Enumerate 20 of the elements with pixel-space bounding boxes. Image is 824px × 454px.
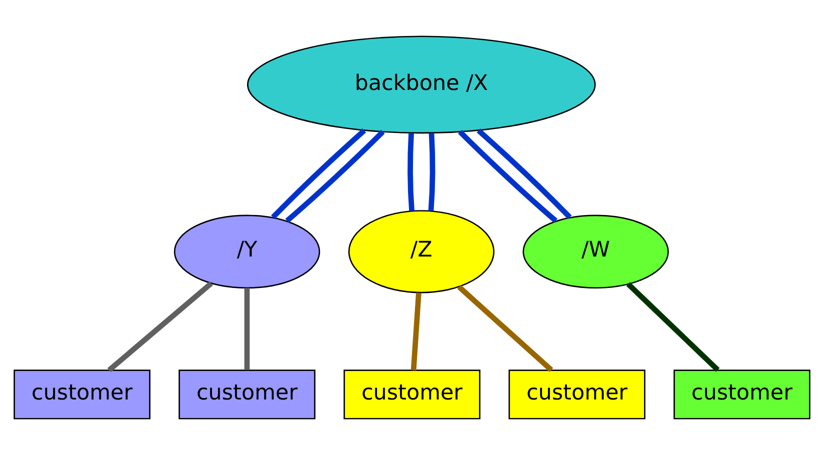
connector [244, 288, 250, 370]
node-box: customer [344, 369, 480, 419]
node-ellipse: /Z [348, 210, 494, 293]
node-box: customer [178, 369, 316, 419]
connector [626, 282, 720, 372]
connector [458, 129, 558, 222]
connector [457, 284, 554, 372]
connector [285, 129, 385, 222]
connector [271, 128, 366, 219]
connector [428, 132, 436, 211]
node-box: customer [508, 369, 646, 419]
node-ellipse: backbone /X [247, 35, 596, 134]
node-ellipse: /Y [174, 214, 320, 288]
connector [107, 280, 213, 372]
node-box: customer [14, 369, 150, 419]
connector [476, 128, 572, 219]
node-box: customer [674, 369, 810, 419]
node-ellipse: /W [522, 214, 669, 288]
connector [408, 132, 414, 211]
connector [410, 292, 422, 370]
